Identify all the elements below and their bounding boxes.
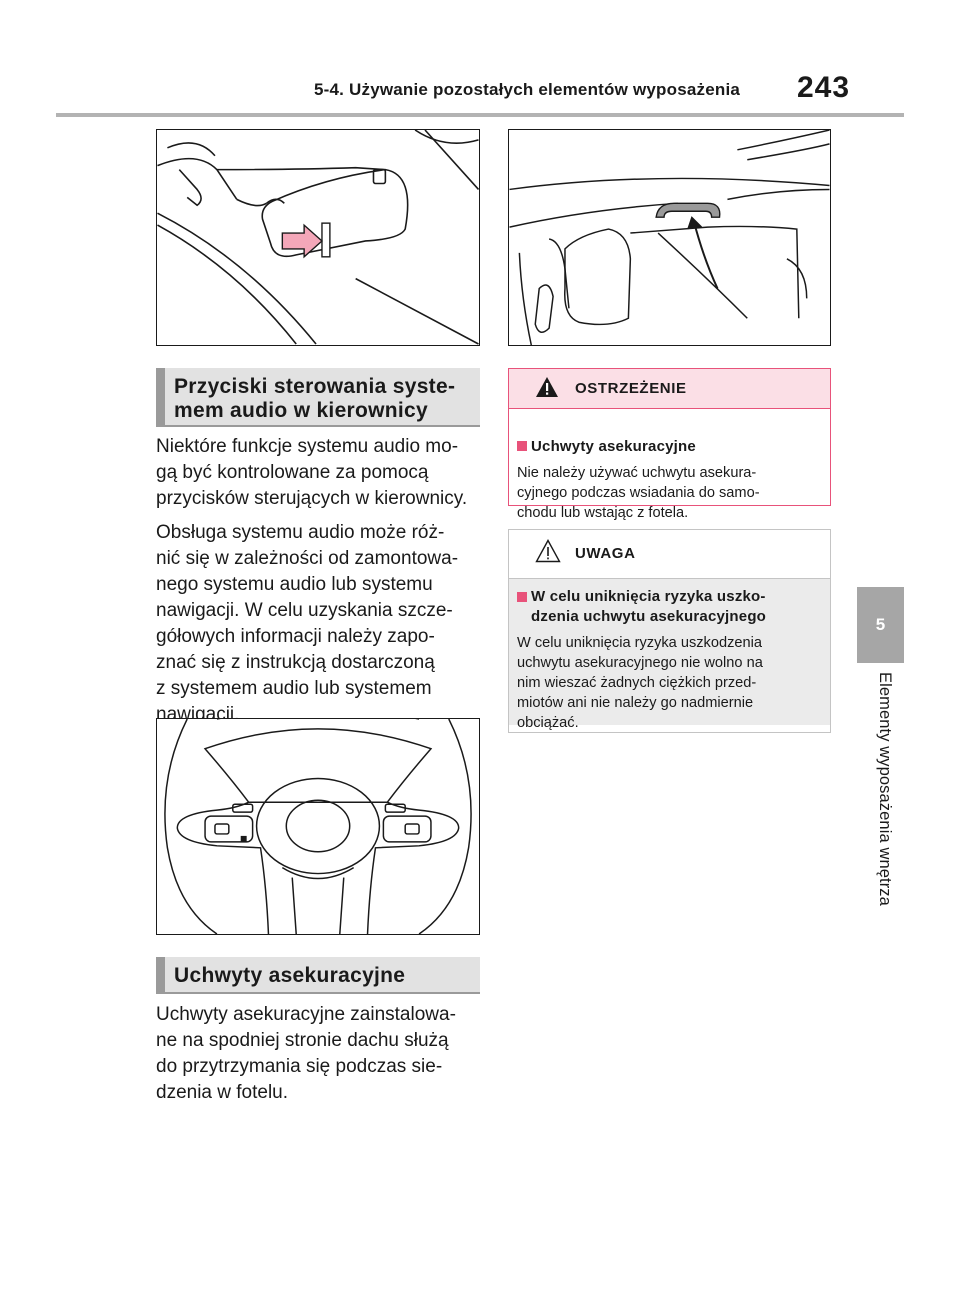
paragraph: Niektóre funkcje systemu audio mo- gą by… [156,436,468,509]
warning-body: Nie należy używać uchwytu asekura- cyjne… [517,465,760,521]
warning-subheading-text: Uchwyty asekuracyjne [531,438,696,455]
page-number: 243 [797,71,851,104]
notice-body: W celu uniknięcia ryzyka uszkodzenia uch… [517,635,763,731]
notice-box: UWAGA W celu uniknięcia ryzyka uszko- dz… [508,529,831,733]
notice-subheading-text: W celu uniknięcia ryzyka uszko- dzenia u… [531,588,767,625]
warning-box: OSTRZEŻENIE Uchwyty asekuracyjne Nie nal… [508,368,831,521]
steering-wheel-illustration [164,719,472,934]
steering-wheel-figure [156,718,480,935]
notice-box-header: UWAGA [509,530,830,578]
notice-subheading: W celu uniknięcia ryzyka uszko- dzenia u… [517,587,822,627]
assist-grips-body: Uchwyty asekuracyjne zainstalowa- ne na … [156,1002,486,1114]
assist-grip-figure [508,129,831,346]
header-rule [56,113,904,117]
assist-grip-illustration [509,130,830,345]
warning-title: OSTRZEŻENIE [575,380,687,397]
notice-title: UWAGA [575,545,636,562]
sun-visor-figure [156,129,480,346]
square-bullet-icon [517,441,527,451]
warning-subheading: Uchwyty asekuracyjne [517,417,822,457]
square-bullet-icon [517,592,527,602]
warning-box-header: OSTRZEŻENIE [509,369,830,409]
chapter-title: Elementy wyposażenia wnętrza [876,672,894,906]
sun-visor-illustration [157,130,479,345]
section-heading-assist-grips: Uchwyty asekuracyjne [156,957,480,994]
paragraph: Uchwyty asekuracyjne zainstalowa- ne na … [156,1004,456,1103]
running-header-title: 5-4. Używanie pozostałych elementów wypo… [314,80,741,99]
section-heading-audio-controls: Przyciski sterowania syste- mem audio w … [156,368,480,427]
audio-controls-body: Niektóre funkcje systemu audio mo- gą by… [156,434,486,736]
caution-triangle-icon [535,539,561,563]
chapter-number: 5 [875,615,886,634]
warning-triangle-icon [536,377,558,397]
paragraph: Obsługa systemu audio może róż- nić się … [156,522,459,725]
chapter-tab: 5 [857,587,904,663]
